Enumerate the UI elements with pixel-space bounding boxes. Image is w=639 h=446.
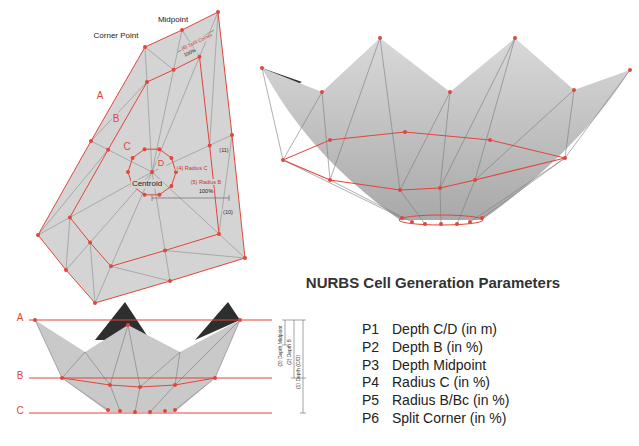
dimension-label: (4) Radius C [176,165,209,171]
parameter-text: Radius B/Bc (in %) [392,393,509,408]
radius-dimension [152,30,229,201]
dimension-lines [282,320,306,413]
ring-b-3d [283,158,565,190]
dimension-label: (1) Depth (C/D) [296,355,302,389]
parameter-id: P6 [362,411,379,426]
ring-letter: B [112,113,121,124]
surface-lines [262,38,630,224]
callout-number: (10) [222,209,234,215]
parameter-text: Depth Midpoint [392,358,486,373]
parameter-text: Split Corner (in %) [392,411,506,426]
ring-a [38,12,245,303]
ring-letter: D [157,159,166,169]
dimension-value: 100% [198,188,214,194]
level-lines [29,320,272,413]
parameter-text: Depth C/D (in m) [392,322,497,337]
parameter-text: Radius C (in %) [392,376,490,391]
level-letter: A [17,312,24,323]
parameter-id: P2 [362,340,379,355]
title: NURBS Cell Generation Parameters [306,274,560,291]
cell-outline-a [38,12,245,303]
ring-b-3d-back [283,132,565,160]
parameter-id: P5 [362,393,379,408]
point-label: Midpoint [158,16,188,25]
elevation-points [35,320,240,412]
ring-letter: A [97,90,104,101]
point-label: Centroid [131,180,163,189]
control-points-3d [262,38,630,224]
callout-number: (11) [218,147,229,153]
mesh-lines [38,12,245,303]
level-letter: C [16,405,23,416]
parameter-text: Depth B (in %) [392,340,483,355]
elevation-ring-b [62,378,215,387]
dimension-label: (2) Depth B [287,339,293,365]
ring-b [70,57,219,266]
parameter-id: P4 [362,376,379,391]
parameter-id: P3 [362,358,379,373]
dimension-label: (5) Radius B [190,179,223,185]
dimension-label: (3) Depth Midpoint [278,325,284,366]
ring-letter: C [122,141,131,152]
parameter-id: P1 [362,322,379,337]
elevation-lines [35,320,240,412]
level-letter: B [17,370,24,381]
point-label: Corner Point [94,32,139,41]
control-points [38,12,245,303]
elevation-surface [35,320,240,412]
